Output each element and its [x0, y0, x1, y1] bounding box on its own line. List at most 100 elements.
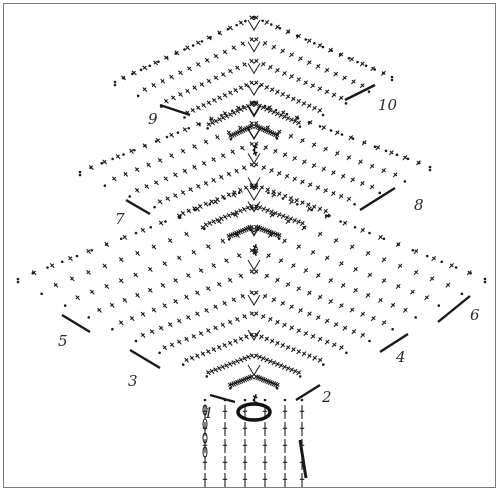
spine-increase [248, 365, 260, 375]
chain-dot [282, 197, 285, 200]
chain-dot [345, 102, 348, 105]
chain-dot [192, 44, 195, 47]
chain-dot [40, 293, 43, 296]
chain-dot [206, 375, 209, 378]
spine-increase [248, 190, 260, 200]
row-label-6: 6 [470, 306, 480, 324]
chain-dot [270, 23, 273, 26]
chain-dot [79, 171, 82, 174]
chain-dot [261, 19, 264, 22]
chain-dot [418, 162, 421, 165]
chain-dot [114, 81, 117, 84]
chain-dot [426, 255, 429, 258]
chain-dot [148, 64, 151, 67]
chain-dot [414, 316, 417, 319]
chain-dot [17, 281, 20, 284]
chain-dot [64, 304, 67, 307]
chain-dot [135, 340, 138, 343]
chain-dot [330, 129, 333, 132]
chain-dot [88, 316, 91, 319]
chain-dot [137, 95, 140, 98]
chain-dot [429, 169, 432, 172]
chain-dot [484, 281, 487, 284]
chain-dot [209, 118, 212, 121]
chain-dot [179, 214, 182, 217]
chain-dot [385, 149, 388, 152]
chain-dot [322, 363, 325, 366]
chain-dot [396, 154, 399, 157]
chain-dot [183, 116, 186, 119]
chain-dot [228, 238, 231, 241]
chain-dot [356, 61, 359, 64]
chain-dot [166, 56, 169, 59]
chain-dot [373, 68, 376, 71]
chain-dot [438, 304, 441, 307]
chain-dot [128, 195, 131, 198]
chain-dot [104, 184, 107, 187]
chain-dot [133, 149, 136, 152]
chain-dot [17, 278, 20, 281]
chain-dot [90, 166, 93, 169]
chain-dot [244, 399, 247, 402]
spine-increase [248, 20, 260, 30]
chain-dot [31, 272, 34, 275]
stitch-bar [253, 152, 257, 154]
chain-dot [339, 220, 342, 223]
chain-dot [353, 203, 356, 206]
chain-dot [231, 109, 234, 112]
chain-dot [122, 77, 125, 80]
chain-dot [111, 328, 114, 331]
chain-dot [253, 149, 256, 152]
chain-dot [182, 363, 185, 366]
chain-dot [296, 203, 299, 206]
chain-dot [278, 237, 281, 240]
row-label-10: 10 [378, 96, 398, 114]
tier-middle [79, 100, 432, 255]
row-label-2: 2 [321, 388, 332, 406]
row-label-3: 3 [128, 372, 138, 390]
chain-dot [345, 352, 348, 355]
chain-dot [319, 125, 322, 128]
chain-dot [157, 60, 160, 63]
tier-top [114, 16, 394, 156]
spine-increase [248, 63, 260, 73]
chain-dot [299, 375, 302, 378]
chain-dot [209, 36, 212, 39]
chain-dot [299, 125, 302, 128]
chain-dot [368, 232, 371, 235]
chain-dot [264, 105, 267, 108]
chain-dot [177, 131, 180, 134]
chain-dot [404, 180, 407, 183]
row-label-9: 9 [148, 110, 158, 128]
row-end-marker [210, 395, 235, 402]
chain-dot [365, 64, 368, 67]
chain-dot [131, 73, 134, 76]
row-end-marker [360, 188, 395, 210]
row-end-marker [62, 315, 90, 332]
chain-dot [120, 237, 123, 240]
chain-dot [286, 113, 289, 116]
chain-dot [158, 352, 161, 355]
chain-dot [279, 27, 282, 30]
chain-dot [155, 140, 158, 143]
chain-dot [368, 340, 371, 343]
chain-dot [325, 214, 328, 217]
chain-dot [164, 220, 167, 223]
chain-dot [153, 206, 156, 209]
chain-dot [187, 127, 190, 130]
chain-dot [201, 40, 204, 43]
chain-dot [242, 105, 245, 108]
chain-dot [76, 255, 79, 258]
chain-dot [149, 226, 152, 229]
chain-dot [166, 136, 169, 139]
spine-increase [248, 153, 260, 163]
chain-dot [378, 192, 381, 195]
row-end-marker [126, 200, 150, 214]
chain-dot [330, 49, 333, 52]
chain-dot [322, 114, 325, 117]
chain-dot [469, 272, 472, 275]
chain-dot [440, 260, 443, 263]
stitch-bar [253, 396, 257, 398]
chain-dot [135, 232, 138, 235]
chain-dot [114, 84, 117, 87]
